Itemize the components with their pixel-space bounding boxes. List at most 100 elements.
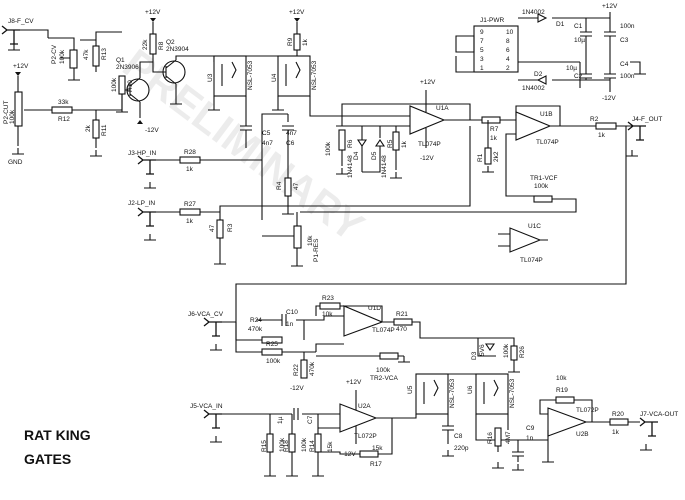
- opamp-u2a: [339, 403, 378, 433]
- u1c-label: U1C: [528, 223, 541, 230]
- r26-value: 100k: [503, 343, 510, 358]
- opto-u5: [415, 373, 449, 415]
- r17-label: R17: [370, 461, 382, 468]
- r25-label: R25: [266, 341, 278, 348]
- r5-label: R5: [387, 139, 394, 148]
- u1b-label: U1B: [540, 111, 553, 118]
- c10-label: C10: [286, 309, 298, 316]
- c9-value: 1n: [526, 435, 534, 442]
- jack-j4-label: J4-F_OUT: [632, 116, 662, 123]
- jack-j2-label: J2-LP_IN: [128, 200, 155, 207]
- header-pin-right: 2: [506, 65, 510, 72]
- r1-label: R1: [477, 153, 484, 162]
- pot-p1res-value: 10k: [307, 235, 314, 246]
- r14-value: 15k: [327, 441, 334, 452]
- r13-label: R13: [101, 48, 108, 60]
- q2-value: 2N3904: [166, 46, 189, 53]
- r3-label: R3: [227, 223, 234, 232]
- u4-label: U4: [271, 73, 278, 82]
- resistor-r2: [595, 122, 617, 130]
- cv-input-section: J8-F_CV P2-CV 100k 47k R13 +12V P2-CUT 1…: [1, 18, 122, 166]
- c7-value: 1µ: [277, 416, 284, 424]
- opamp-u1b: [515, 111, 552, 141]
- header-pin-right: 6: [506, 47, 510, 54]
- pot-p2cv: [69, 49, 78, 69]
- r21-value: 470: [396, 326, 407, 333]
- r7-value: 1k: [490, 135, 498, 142]
- resistor-r22: [300, 359, 308, 379]
- r8-value: 22k: [142, 39, 149, 50]
- r17-value: 15k: [372, 445, 383, 452]
- expo-converter: Q1 2N3906 100k R10 -12V +12V 22k R8 Q2 2…: [96, 9, 215, 134]
- filter-opamps: U1A TL074P +12V -12V 100k R6 D4 1N4148 D…: [235, 79, 662, 340]
- r3-value: 47: [209, 224, 216, 232]
- q1-label: Q1: [116, 57, 125, 64]
- filter-inputs: J3-HP_IN R28 1k J2-LP_IN R27 1k 47 R3 10…: [128, 126, 471, 267]
- supply-pos-label: +12V: [13, 63, 29, 70]
- jack-j6-label: J6-VCA_CV: [188, 311, 224, 318]
- u2a-label: U2A: [358, 403, 371, 410]
- resistor-r27: [179, 208, 201, 216]
- r23-label: R23: [322, 295, 334, 302]
- u4-part: NSL-7053: [311, 60, 318, 90]
- header-pin-right: 4: [506, 56, 510, 63]
- r15-value: 100k: [279, 437, 286, 452]
- resistor-r23: [319, 302, 341, 310]
- header-pin-left: 5: [480, 47, 484, 54]
- c4-value: 100n: [620, 73, 635, 80]
- c2-label: C2: [574, 73, 583, 80]
- r16-label: R16: [487, 432, 494, 444]
- c1-label: C1: [574, 23, 583, 30]
- header-pin-left: 1: [480, 65, 484, 72]
- supply-pos-r9: +12V: [289, 9, 305, 16]
- diode-d4: [356, 139, 368, 147]
- r10-value: 100k: [111, 77, 118, 92]
- r28-label: R28: [184, 149, 196, 156]
- d5-label: D5: [371, 151, 378, 160]
- header-j1-pwr[interactable]: [473, 25, 519, 73]
- resistor-r4: [284, 177, 292, 197]
- opamp-u1a: [409, 105, 446, 135]
- r10-label: R10: [127, 80, 134, 92]
- r9-label: R9: [287, 37, 294, 46]
- resistor-r24: [261, 336, 283, 344]
- r18-value: 100k: [301, 437, 308, 452]
- u2b-label: U2B: [576, 431, 589, 438]
- u2b-part: TL072P: [576, 407, 599, 414]
- resistor-r18: [288, 433, 296, 453]
- opamp-u1c-group: U1C TL074P: [498, 223, 548, 264]
- r24-label: R24: [250, 317, 262, 324]
- c3-label: C3: [620, 37, 629, 44]
- c6-value: 4n7: [286, 130, 297, 137]
- d4-label: D4: [353, 151, 360, 160]
- d3-label: D3: [471, 351, 478, 360]
- resistor-r9: [293, 33, 301, 51]
- tr2-label: TR2-VCA: [370, 375, 398, 382]
- u6-label: U6: [467, 385, 474, 394]
- diode-d2: [536, 75, 547, 85]
- c10-value: 1n: [286, 321, 294, 328]
- trimmer-tr1: [533, 195, 553, 203]
- r24-value: 470k: [248, 326, 263, 333]
- r27-value: 1k: [186, 218, 194, 225]
- pot-p2cut-value: 100k: [9, 109, 16, 124]
- r2-label: R2: [590, 116, 599, 123]
- u1a-part: TL074P: [418, 141, 441, 148]
- pot-p2cut: [14, 91, 23, 127]
- d1-value: 1N4002: [522, 9, 545, 16]
- title-line-2: GATES: [24, 451, 71, 467]
- header-pin-left: 3: [480, 56, 484, 63]
- c9-label: C9: [526, 425, 535, 432]
- u1b-part: TL074P: [536, 139, 559, 146]
- supply-neg-label-q1: -12V: [145, 127, 159, 134]
- resistor-r1: [484, 147, 492, 165]
- r2-value: 1k: [598, 132, 606, 139]
- jack-j3-label: J3-HP_IN: [128, 150, 156, 157]
- resistor-r19: [555, 396, 575, 404]
- resistor-r16: [494, 427, 502, 447]
- pot-p2cv-value: 100k: [59, 49, 66, 64]
- u1c-part: TL074P: [520, 257, 543, 264]
- tr1-label: TR1-VCF: [530, 175, 557, 182]
